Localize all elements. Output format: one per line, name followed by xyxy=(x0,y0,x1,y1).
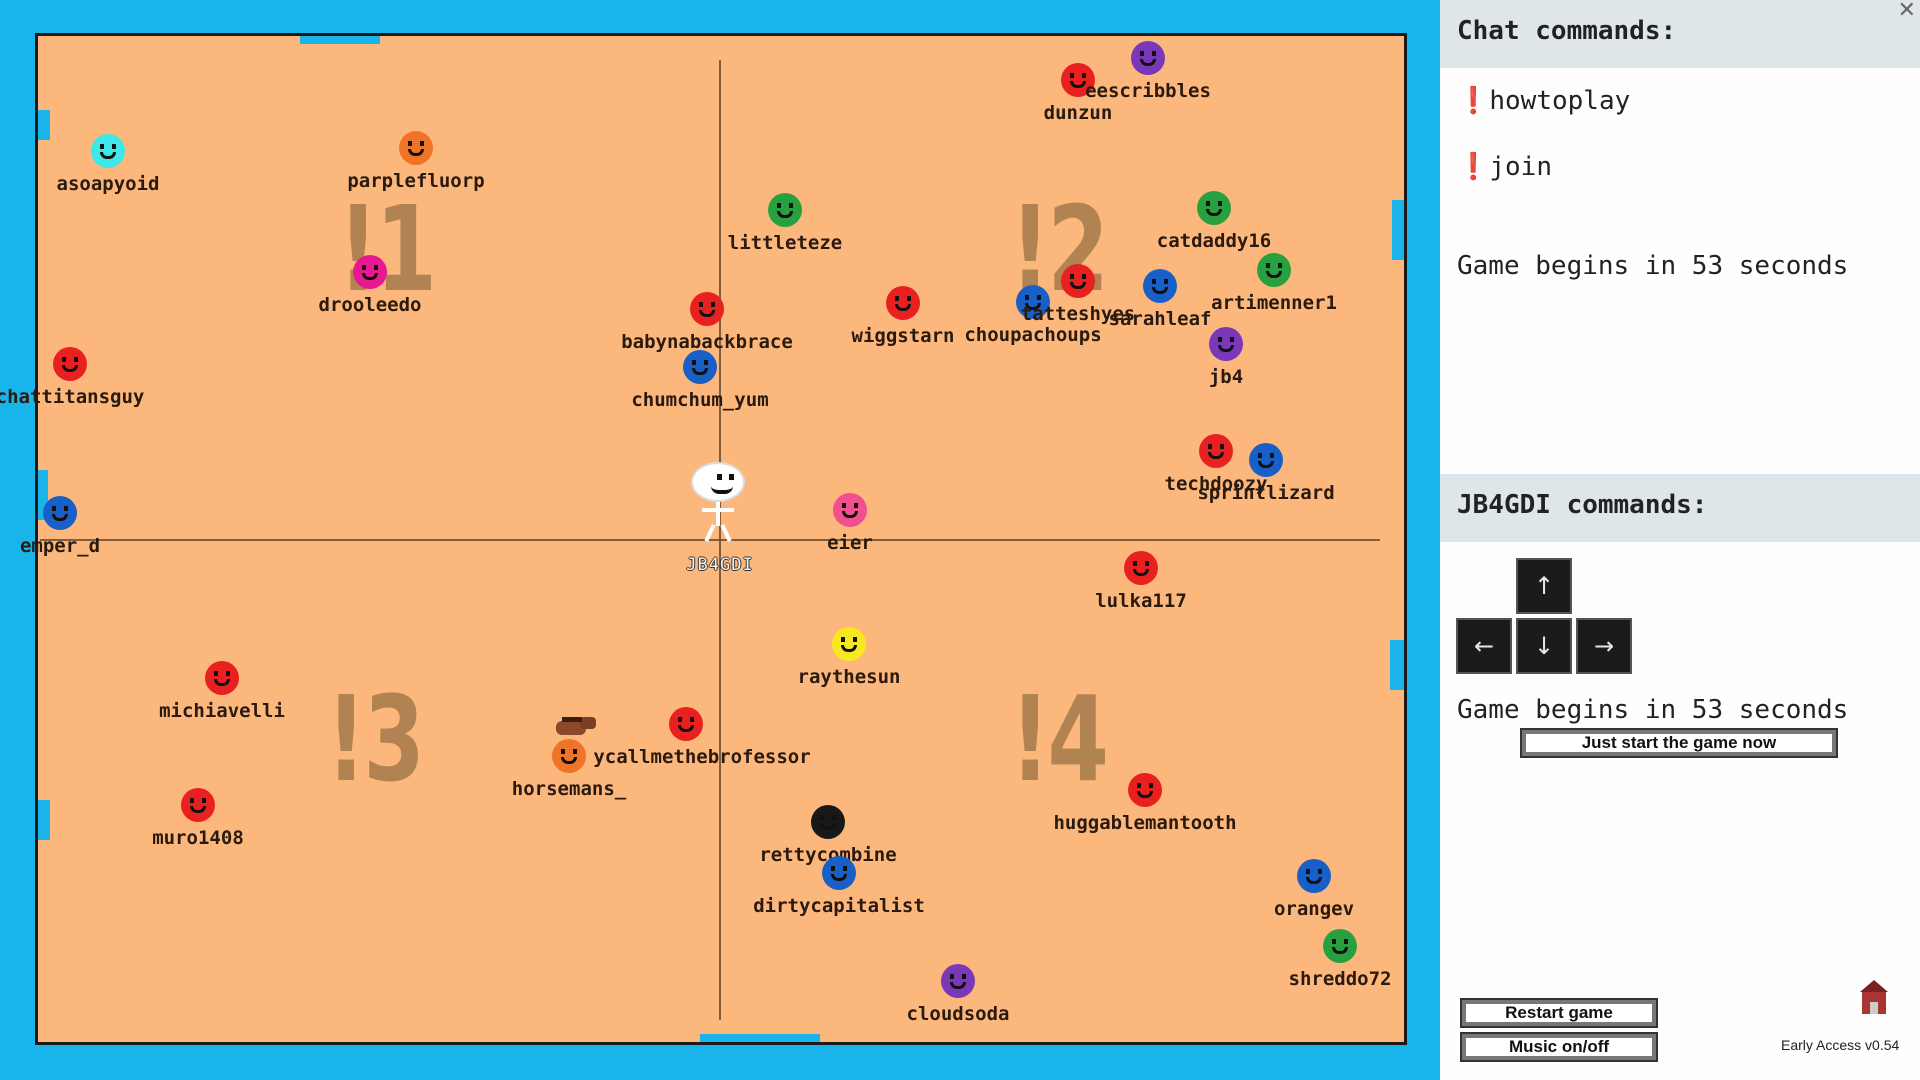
smiley-icon xyxy=(353,255,387,289)
smiley-icon xyxy=(811,805,845,839)
command-howtoplay: ❗howtoplay xyxy=(1457,86,1631,116)
player-name: asoapyoid xyxy=(56,173,160,195)
player-name: muro1408 xyxy=(152,827,244,849)
player-name: jb4 xyxy=(1208,366,1244,388)
player-name: babynabackbrace xyxy=(621,331,793,353)
version-label: Early Access v0.54 xyxy=(1781,1037,1900,1053)
coast-notch xyxy=(1390,640,1404,690)
player-name: sarahleaf xyxy=(1108,308,1212,330)
host-face-icon xyxy=(691,462,745,502)
arrow-left-key[interactable]: ← xyxy=(1456,618,1512,674)
zone-label-1: !1 xyxy=(338,180,437,318)
host-commands-header: JB4GDI commands: xyxy=(1440,474,1920,542)
coast-notch xyxy=(38,800,50,840)
zone-label-3: !3 xyxy=(326,670,425,808)
player-name: chattitansguy xyxy=(0,386,145,408)
quadrant-divider-horizontal xyxy=(40,539,1380,541)
smiley-icon xyxy=(822,856,856,890)
player-name: catdaddy16 xyxy=(1156,230,1272,252)
smiley-icon xyxy=(768,193,802,227)
player-name: cloudsoda xyxy=(906,1003,1010,1025)
smiley-icon xyxy=(941,964,975,998)
player-name: raythesun xyxy=(797,666,901,688)
player-name: lulka117 xyxy=(1095,590,1187,612)
smiley-icon xyxy=(1297,859,1331,893)
player-name: tatteshyes xyxy=(1020,303,1136,325)
home-icon[interactable] xyxy=(1860,980,1888,1014)
player-name: choupachoups xyxy=(964,324,1102,346)
smiley-icon xyxy=(1124,551,1158,585)
smiley-icon xyxy=(683,350,717,384)
smiley-icon xyxy=(1128,773,1162,807)
player-name: parplefluorp xyxy=(347,170,485,192)
player-name: littleteze xyxy=(727,232,843,254)
smiley-icon xyxy=(1197,191,1231,225)
coast-notch xyxy=(700,1034,820,1042)
smiley-icon xyxy=(205,661,239,695)
chat-countdown: Game begins in 53 seconds xyxy=(1457,251,1849,281)
command-join: ❗join xyxy=(1457,152,1552,182)
smiley-icon xyxy=(886,286,920,320)
smiley-icon xyxy=(1199,434,1233,468)
player-name: wiggstarn xyxy=(851,325,955,347)
smiley-icon xyxy=(1131,41,1165,75)
restart-button[interactable]: Restart game xyxy=(1460,998,1658,1028)
player-name: artimenner1 xyxy=(1211,292,1337,314)
smiley-icon xyxy=(1016,285,1050,319)
player-name: dirtycapitalist xyxy=(753,895,925,917)
player-name: michiavelli xyxy=(159,700,285,722)
player-name: dunzun xyxy=(1043,102,1113,124)
player-name: horsemans_ xyxy=(511,778,627,800)
coast-notch xyxy=(300,36,380,44)
game-area: !1 !2 !3 !4 asoapyoid parplefluorp drool… xyxy=(0,36,1404,1042)
horse-icon xyxy=(556,715,596,739)
smiley-icon xyxy=(53,347,87,381)
player-name: techdoozy xyxy=(1164,473,1268,495)
smiley-icon xyxy=(833,493,867,527)
player-name: chumchum_yum xyxy=(631,389,769,411)
player-name: huggablemantooth xyxy=(1053,812,1237,834)
host-commands-title: JB4GDI commands: xyxy=(1457,490,1708,520)
player-name: ycallmethebrofessor xyxy=(593,746,811,768)
smiley-icon xyxy=(669,707,703,741)
smiley-icon xyxy=(1209,327,1243,361)
player-name: drooleedo xyxy=(318,294,422,316)
chat-commands-header: Chat commands: xyxy=(1440,0,1920,68)
player-name: shreddo72 xyxy=(1288,968,1392,990)
arrow-down-key[interactable]: ↓ xyxy=(1516,618,1572,674)
chat-commands-title: Chat commands: xyxy=(1457,16,1677,46)
coast-notch xyxy=(38,470,48,520)
close-icon[interactable]: ✕ xyxy=(1897,0,1916,23)
arrow-up-key[interactable]: ↑ xyxy=(1516,558,1572,614)
coast-notch xyxy=(1392,200,1404,260)
smiley-icon xyxy=(1143,269,1177,303)
player-name: orangev xyxy=(1273,898,1355,920)
smiley-icon xyxy=(1061,63,1095,97)
player-name: eier xyxy=(827,532,873,554)
zone-label-4: !4 xyxy=(1010,670,1109,808)
player-name: eescribbles xyxy=(1085,80,1211,102)
side-panel: Chat commands: ✕ ❗howtoplay ❗join Game b… xyxy=(1440,0,1920,1080)
smiley-icon xyxy=(1257,253,1291,287)
host-countdown: Game begins in 53 seconds xyxy=(1457,695,1849,725)
smiley-icon xyxy=(1249,443,1283,477)
arrow-right-key[interactable]: → xyxy=(1576,618,1632,674)
player-name: sprintlizard xyxy=(1197,482,1335,504)
music-toggle-button[interactable]: Music on/off xyxy=(1460,1032,1658,1062)
smiley-icon xyxy=(690,292,724,326)
smiley-icon xyxy=(832,627,866,661)
smiley-icon xyxy=(181,788,215,822)
smiley-icon xyxy=(552,739,586,773)
smiley-icon xyxy=(91,134,125,168)
host-avatar xyxy=(690,462,748,543)
smiley-icon xyxy=(43,496,77,530)
player-name: emper_d xyxy=(19,535,101,557)
coast-notch xyxy=(38,110,50,140)
start-now-button[interactable]: Just start the game now xyxy=(1520,728,1838,758)
smiley-icon xyxy=(1061,264,1095,298)
host-name: JB4GDI xyxy=(686,555,754,575)
smiley-icon xyxy=(1323,929,1357,963)
player-name: rettycombine xyxy=(759,844,897,866)
smiley-icon xyxy=(399,131,433,165)
